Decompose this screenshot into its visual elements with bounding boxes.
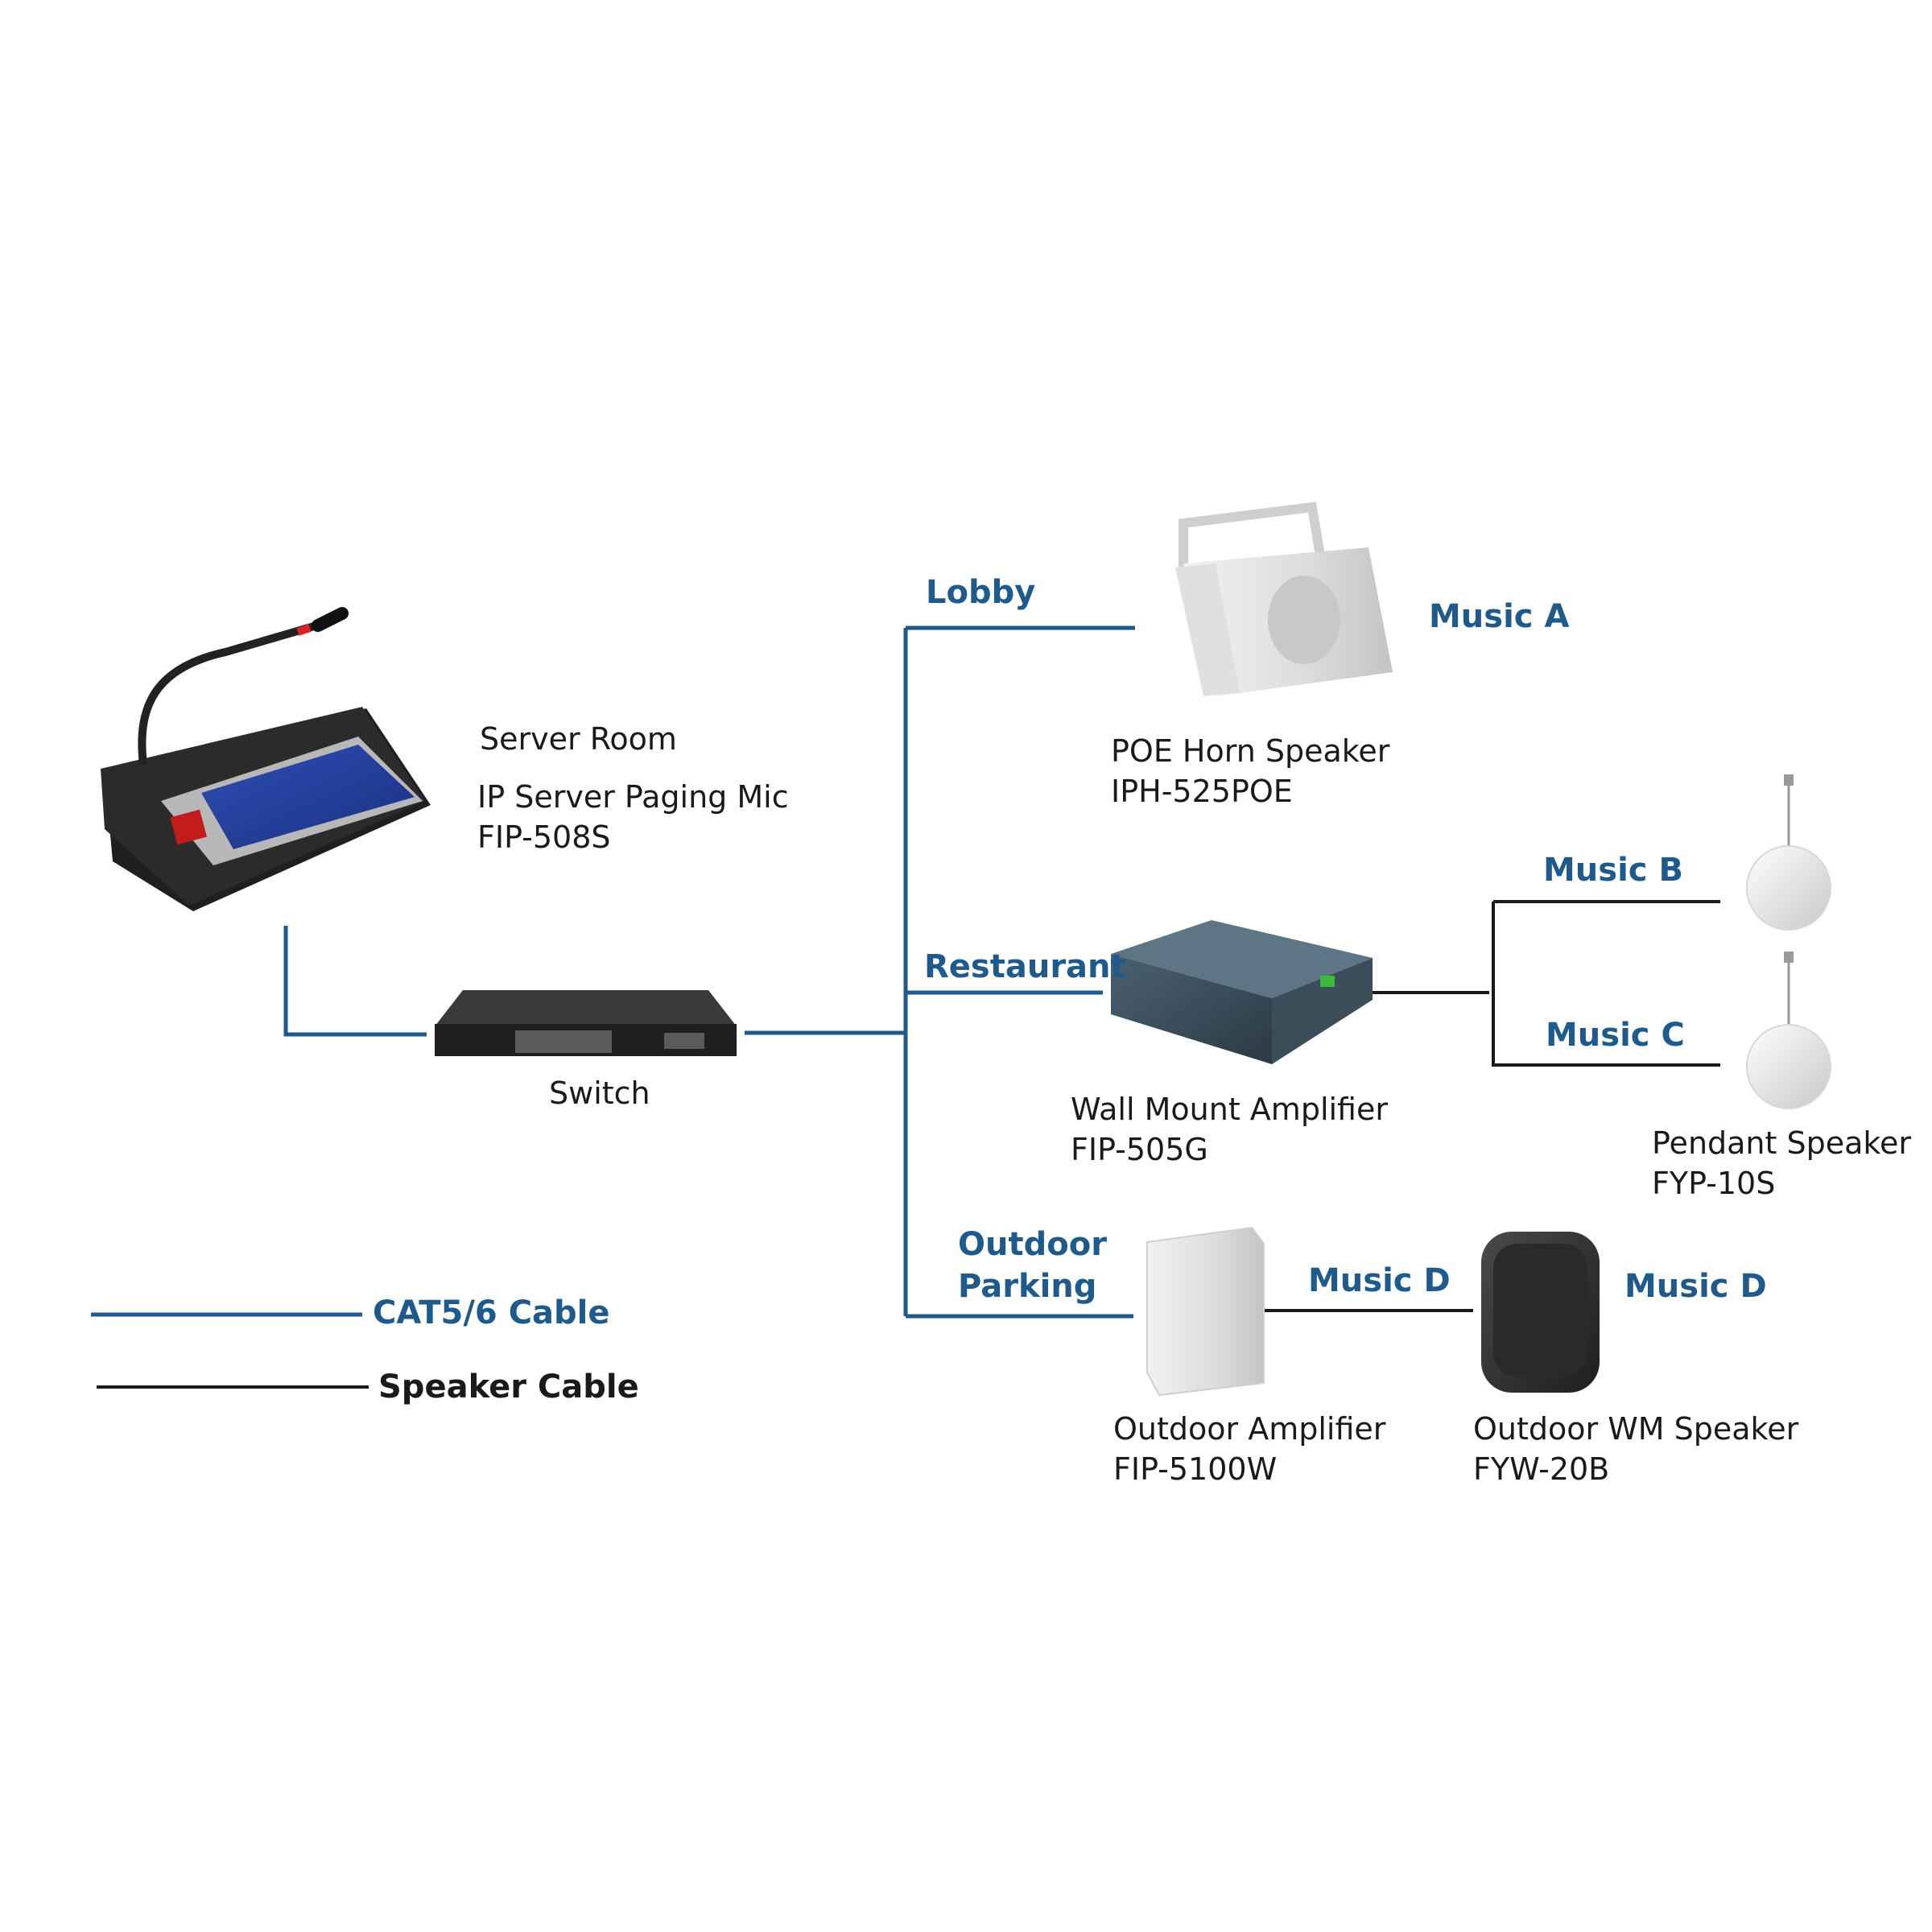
outdoor-wm-speaker-name: Outdoor WM Speaker (1473, 1411, 1799, 1447)
switch-image (435, 990, 737, 1056)
paging-mic-model: FIP-508S (477, 819, 611, 855)
zone-parking-label: Parking (958, 1268, 1097, 1305)
outdoor-wm-speaker-image (1481, 1232, 1600, 1393)
pendant-speaker-b-image (1746, 774, 1831, 931)
server-room-label: Server Room (480, 721, 677, 757)
music-c-label: Music C (1546, 1017, 1685, 1054)
legend-cat-cable-label: CAT5/6 Cable (373, 1294, 610, 1331)
outdoor-amp-model: FIP-5100W (1113, 1451, 1278, 1487)
cat-cables (91, 625, 1135, 1319)
paging-mic-image (101, 607, 431, 911)
zone-lobby-label: Lobby (926, 574, 1036, 611)
outdoor-amp-image (1146, 1226, 1265, 1397)
horn-speaker-name: POE Horn Speaker (1111, 733, 1390, 769)
outdoor-wm-speaker-model: FYW-20B (1473, 1451, 1610, 1487)
music-d-speaker-label: Music D (1624, 1268, 1767, 1305)
speaker-cables (97, 900, 1720, 1389)
mic-to-switch-cable (283, 926, 427, 1037)
horn-speaker-image (1175, 502, 1393, 696)
pendant-speaker-c-image (1746, 952, 1831, 1109)
wall-amp-model: FIP-505G (1071, 1132, 1208, 1167)
music-d-amp-label: Music D (1308, 1262, 1451, 1299)
horn-speaker-model: IPH-525POE (1111, 774, 1293, 809)
music-b-label: Music B (1543, 852, 1683, 889)
wall-amp-image (1111, 920, 1373, 1064)
legend-speaker-cable-label: Speaker Cable (378, 1368, 639, 1406)
switch-label: Switch (549, 1075, 650, 1111)
zone-outdoor-label: Outdoor (958, 1226, 1107, 1263)
wall-amp-name: Wall Mount Amplifier (1071, 1092, 1388, 1127)
outdoor-amp-name: Outdoor Amplifier (1113, 1411, 1386, 1447)
music-a-label: Music A (1429, 598, 1570, 635)
pendant-speaker-model: FYP-10S (1652, 1166, 1776, 1201)
zone-restaurant-label: Restaurant (924, 948, 1126, 985)
pendant-speaker-name: Pendant Speaker (1652, 1125, 1912, 1161)
paging-mic-name: IP Server Paging Mic (477, 779, 789, 815)
